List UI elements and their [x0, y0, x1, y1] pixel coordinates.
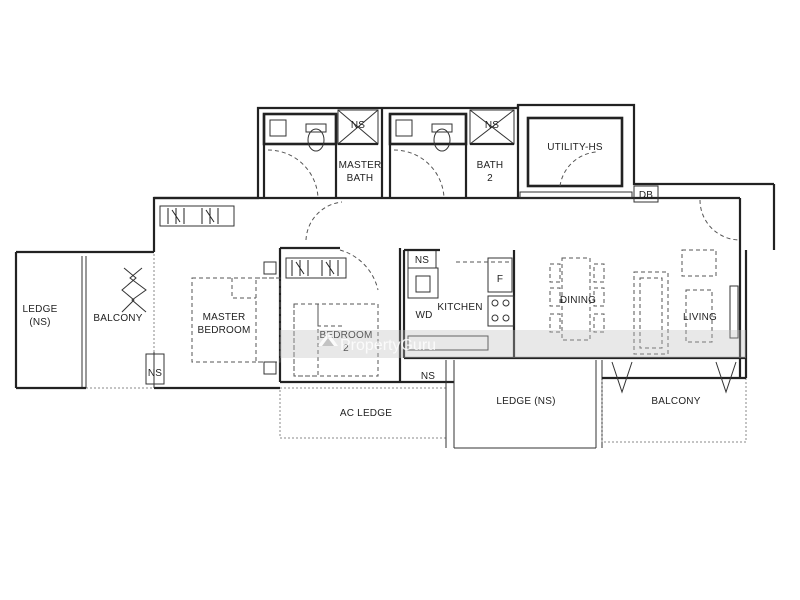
label-ledge-left-ns: (NS)	[29, 317, 50, 328]
label-db: DB	[639, 190, 653, 201]
wardrobe-bedroom-2	[285, 257, 347, 279]
label-ns-bottom: NS	[421, 371, 435, 382]
label-master-bedroom: MASTER	[203, 312, 246, 323]
label-ledge-left: LEDGE	[23, 304, 58, 315]
utility-hs	[519, 116, 741, 241]
label-master-bedroom-2: BEDROOM	[197, 325, 250, 336]
label-ns-balcony: NS	[148, 368, 162, 379]
left-ledge-balcony	[14, 250, 155, 390]
kitchen	[402, 248, 516, 358]
label-wd: WD	[415, 310, 432, 321]
label-master-bath: MASTER	[339, 160, 382, 171]
label-dining: DINING	[560, 295, 596, 306]
dining-furniture	[549, 257, 605, 341]
label-bedroom-2: BEDROOM	[319, 330, 372, 341]
label-bedroom-2-num: 2	[343, 343, 349, 354]
wardrobe-master	[159, 205, 235, 227]
label-bath-2: BATH	[477, 160, 504, 171]
label-ac-ledge: AC LEDGE	[340, 408, 392, 419]
label-utility-hs: UTILITY-HS	[547, 142, 603, 153]
living-furniture	[633, 249, 739, 355]
label-kitchen: KITCHEN	[437, 302, 482, 313]
label-balcony-right: BALCONY	[651, 396, 700, 407]
watermark: PropertyGuru	[280, 330, 746, 358]
label-balcony-left: BALCONY	[93, 313, 142, 324]
bath-2	[388, 109, 515, 199]
ac-ledge	[279, 360, 455, 448]
label-bath-2-num: 2	[487, 173, 493, 184]
label-living: LIVING	[683, 312, 717, 323]
label-ledge-ns-bottom: LEDGE (NS)	[496, 396, 555, 407]
label-fridge: F	[497, 274, 503, 285]
propertyguru-logo-icon	[318, 332, 338, 346]
bedroom-2-walls	[145, 201, 402, 385]
room-labels: LEDGE (NS) BALCONY MASTER BEDROOM BEDROO…	[23, 120, 717, 419]
label-ns-kitchen: NS	[415, 255, 429, 266]
master-bath	[262, 109, 379, 199]
label-ns-top-1: NS	[351, 120, 365, 131]
balcony-right	[601, 361, 747, 443]
label-master-bath-2: BATH	[347, 173, 374, 184]
watermark-text: PropertyGuru	[340, 337, 436, 354]
label-ns-top-2: NS	[485, 120, 499, 131]
